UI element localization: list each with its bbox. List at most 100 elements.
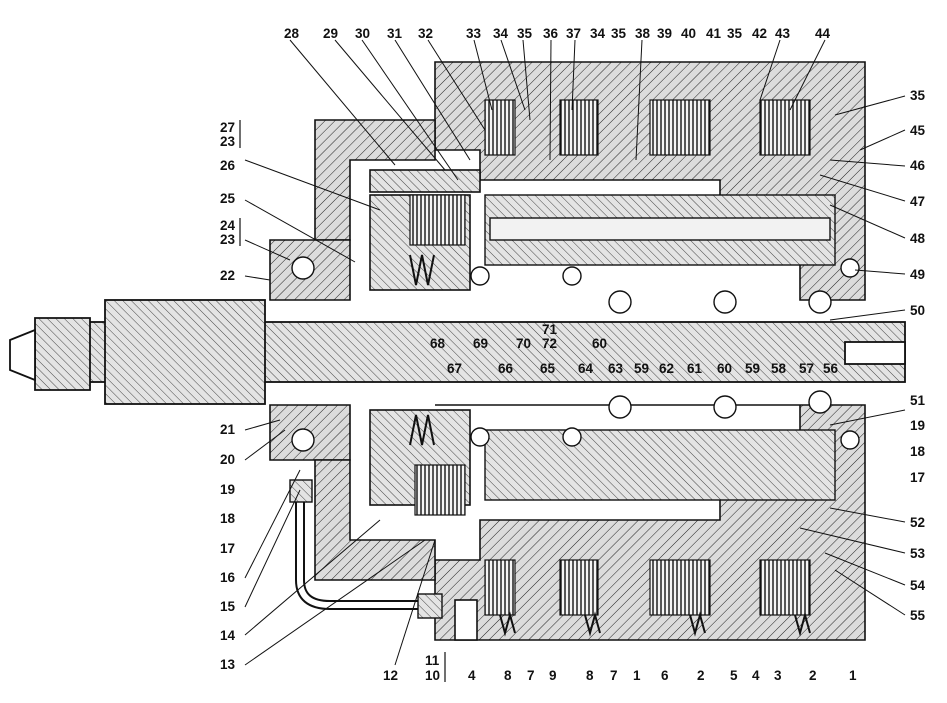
callout-top-13: 39 [657,26,672,41]
upper-housing [269,61,866,301]
callout-right-6: 50 [910,303,925,318]
callout-left-10: 18 [220,511,236,526]
callout-bottom-11: 2 [697,668,705,683]
callout-right-5: 49 [910,267,925,282]
callout-left-3: 25 [220,191,236,206]
callout-left-6: 22 [220,268,235,283]
upper-clutch-packs [409,99,811,246]
callout-top-18: 43 [775,26,791,41]
callout-left-14: 14 [220,628,236,643]
callout-left-4: 24 [220,218,236,233]
callout-bottom-1: 11 [425,653,440,668]
callout-inner-14: 60 [717,361,732,376]
callout-bottom-13: 4 [752,668,760,683]
callout-bottom-4: 8 [504,668,512,683]
callout-left-0: 27 [220,120,235,135]
callout-inner-10: 63 [608,361,624,376]
callout-inner-8: 65 [540,361,556,376]
callout-inner-16: 58 [771,361,787,376]
callout-right-0: 35 [910,88,926,103]
callout-left-13: 15 [220,599,236,614]
callout-inner-0: 68 [430,336,446,351]
callout-inner-1: 69 [473,336,488,351]
main-shaft [9,299,906,405]
callout-right-11: 52 [910,515,925,530]
callout-right-10: 17 [910,470,925,485]
oil-pipe [289,479,478,641]
callout-top-19: 44 [815,26,831,41]
callout-top-0: 28 [284,26,300,41]
callout-left-8: 20 [220,452,235,467]
return-springs [409,254,811,637]
callout-right-2: 46 [910,158,926,173]
callout-top-5: 33 [466,26,482,41]
callout-right-1: 45 [910,123,926,138]
callout-top-12: 38 [635,26,651,41]
callout-inner-6: 67 [447,361,462,376]
callout-top-10: 34 [590,26,606,41]
callout-top-9: 37 [566,26,581,41]
callout-bottom-12: 5 [730,668,738,683]
callout-right-13: 54 [910,578,926,593]
callout-bottom-2: 10 [425,668,440,683]
callout-top-4: 32 [418,26,433,41]
callout-bottom-7: 8 [586,668,594,683]
callout-right-7: 51 [910,393,926,408]
callout-top-16: 35 [727,26,743,41]
callout-bottom-15: 2 [809,668,817,683]
callout-right-14: 55 [910,608,926,623]
callout-left-11: 17 [220,541,235,556]
callout-left-7: 21 [220,422,236,437]
callout-inner-5: 60 [592,336,607,351]
leader-lines [244,39,906,666]
countershaft [484,194,836,501]
callout-bottom-0: 12 [383,668,398,683]
callout-inner-15: 59 [745,361,760,376]
callout-top-14: 40 [681,26,696,41]
callout-bottom-6: 9 [549,668,557,683]
callout-bottom-9: 1 [633,668,641,683]
callout-inner-4: 72 [542,336,557,351]
callout-inner-2: 70 [516,336,531,351]
callout-inner-3: 71 [542,322,558,337]
callout-top-2: 30 [355,26,370,41]
callout-left-15: 13 [220,657,236,672]
callout-left-9: 19 [220,482,235,497]
callout-top-15: 41 [706,26,722,41]
callout-inner-12: 62 [659,361,674,376]
callout-right-12: 53 [910,546,926,561]
callout-bottom-8: 7 [610,668,618,683]
callout-left-5: 23 [220,232,236,247]
callout-top-17: 42 [752,26,767,41]
callout-top-6: 34 [493,26,509,41]
callout-top-7: 35 [517,26,533,41]
callout-bottom-5: 7 [527,668,535,683]
callout-inner-9: 64 [578,361,594,376]
callout-bottom-10: 6 [661,668,669,683]
callout-left-12: 16 [220,570,236,585]
callout-inner-17: 57 [799,361,814,376]
callout-inner-11: 59 [634,361,649,376]
callout-right-8: 19 [910,418,925,433]
bearings [291,256,860,452]
callout-bottom-16: 1 [849,668,857,683]
callout-top-8: 36 [543,26,559,41]
callout-bottom-14: 3 [774,668,782,683]
callout-top-11: 35 [611,26,627,41]
callout-inner-18: 56 [823,361,839,376]
callout-bottom-3: 4 [468,668,476,683]
callout-labels: 28 29 30 31 32 33 34 35 36 37 34 35 38 3… [220,26,926,683]
callout-top-1: 29 [323,26,338,41]
callout-left-2: 26 [220,158,236,173]
callout-right-9: 18 [910,444,926,459]
callout-inner-13: 61 [687,361,703,376]
label-brackets [239,120,446,682]
lower-clutch-packs [414,464,811,616]
callout-inner-7: 66 [498,361,514,376]
callout-top-3: 31 [387,26,403,41]
callout-right-4: 48 [910,231,926,246]
callout-right-3: 47 [910,194,925,209]
callout-left-1: 23 [220,134,236,149]
